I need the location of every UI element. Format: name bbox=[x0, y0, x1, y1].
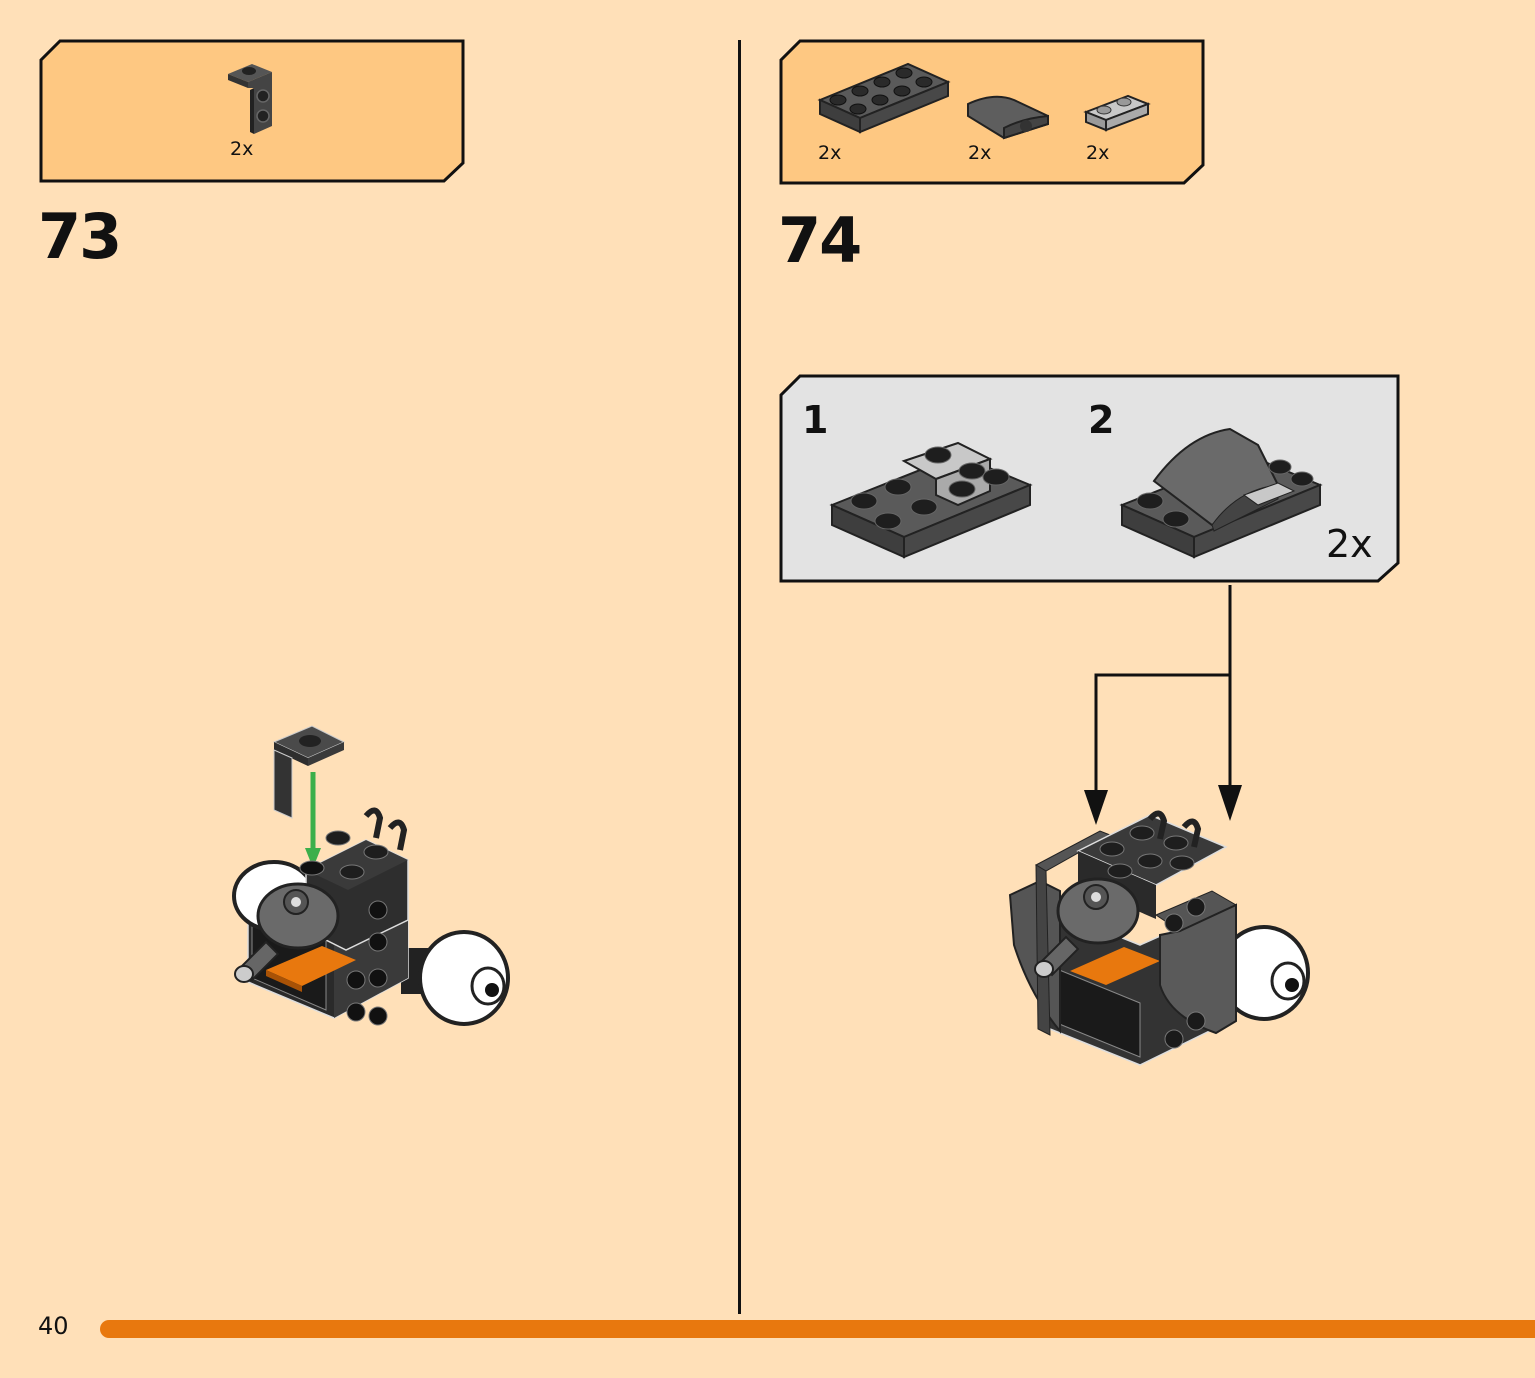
submodel-box: 1 2 2x bbox=[778, 373, 1402, 585]
curved-slope-icon bbox=[967, 95, 1049, 140]
step74-parts-box: 2x 2x 2x bbox=[778, 38, 1206, 186]
arrow-head-left bbox=[1084, 790, 1108, 825]
plate-1x2-icon bbox=[1083, 94, 1151, 132]
page-number: 40 bbox=[38, 1312, 69, 1340]
step73-parts-box: 2x bbox=[38, 38, 466, 184]
step73-model-illustration bbox=[232, 725, 510, 1026]
submodel-multiplier: 2x bbox=[1326, 522, 1373, 566]
part-quantity: 2x bbox=[1086, 142, 1110, 164]
substep-label: 2 bbox=[1088, 398, 1115, 442]
substep2-illustration bbox=[1119, 427, 1323, 559]
part-quantity: 2x bbox=[230, 138, 254, 160]
incoming-bracket bbox=[272, 725, 346, 819]
arrow-head-right bbox=[1218, 785, 1242, 821]
progress-bar bbox=[100, 1320, 1535, 1338]
step-number: 73 bbox=[38, 200, 122, 273]
plate-2x4-icon bbox=[817, 62, 951, 134]
substep-label: 1 bbox=[802, 398, 829, 442]
callout-arrows bbox=[1084, 585, 1242, 825]
bracket-part-icon bbox=[228, 64, 272, 134]
part-quantity: 2x bbox=[818, 142, 842, 164]
right-wheel bbox=[1218, 925, 1310, 1021]
part-quantity: 2x bbox=[968, 142, 992, 164]
substep1-illustration bbox=[829, 441, 1033, 559]
right-wheel bbox=[401, 930, 510, 1026]
step74-model-illustration bbox=[1008, 810, 1310, 1066]
turret bbox=[234, 882, 340, 983]
turret bbox=[1034, 877, 1140, 978]
step-number: 74 bbox=[778, 204, 862, 277]
column-divider bbox=[738, 40, 741, 1314]
